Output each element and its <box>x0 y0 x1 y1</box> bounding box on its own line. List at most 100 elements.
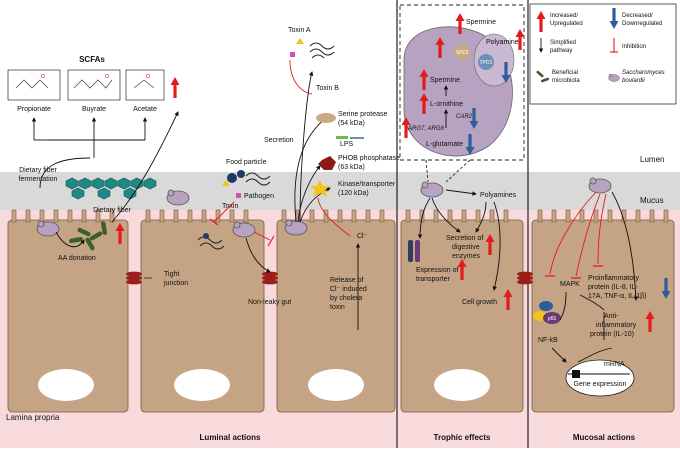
legend-pathway-1: Simplified <box>550 40 576 46</box>
tight-junction-3 <box>517 271 533 285</box>
arg-label: ARG7, ARG8 <box>407 126 444 132</box>
aa-donation-label: AA donation <box>58 255 96 262</box>
dietary-fiber-label: Dietary fiber <box>93 207 131 214</box>
legend-decrease-1: Decreased/ <box>622 13 653 19</box>
tight-junction-1 <box>126 271 142 285</box>
non-leaky-arrow <box>245 237 271 273</box>
expression-transporter-2: transporter <box>416 276 451 283</box>
toxin-ab-inhibition <box>289 59 313 95</box>
serine-protease-label-2: (54 kDa) <box>338 120 365 127</box>
legend-microbiota-1: Beneficial <box>552 70 578 76</box>
legend-pathway-2: pathway <box>550 48 572 54</box>
legend-box <box>529 3 677 105</box>
mrna-label: mRNA <box>604 361 625 368</box>
nfkb-complex: p65 <box>533 301 561 324</box>
propionate-box: O <box>7 69 61 101</box>
chloride-inhibition <box>317 197 351 237</box>
buyrate-box: O <box>67 69 121 101</box>
pathogen-label: Pathogen <box>244 193 274 200</box>
lumen-label: Lumen <box>640 155 664 164</box>
cl-ion-label: Cl⁻ <box>357 233 368 240</box>
polyamines-label: Polyamines <box>480 192 517 199</box>
spe2-label: SPE2 <box>456 50 469 56</box>
trapped-pathogen <box>197 233 225 250</box>
food-particle-label: Food particle <box>226 159 267 166</box>
proinflammatory-label-3: 17A, TNF-α, IL-1β) <box>588 293 647 300</box>
release-label-4: toxin <box>330 304 345 311</box>
lamina-propria-label: Lamina propria <box>6 413 60 422</box>
toxin-a-icon <box>296 38 304 44</box>
serine-protease-icon <box>316 113 336 123</box>
toxin-a-label: Toxin A <box>288 27 311 34</box>
tight-junction-2 <box>262 271 278 285</box>
aa-donation-arrow <box>55 231 85 248</box>
tpo1-enzyme <box>478 54 494 70</box>
svg-text:O: O <box>41 74 45 80</box>
legend-increase-1: Increased/ <box>550 13 578 19</box>
acetate-label: Acetate <box>133 106 157 113</box>
mapk-label: MAPK <box>560 281 580 288</box>
toxin-b-label: Toxin B <box>316 85 339 92</box>
fermentation-arrow <box>39 157 91 189</box>
serine-protease-label-1: Serine protease <box>338 111 388 118</box>
secretion-label: Secretion <box>264 137 294 144</box>
secretion-enzymes-3: enzymes <box>452 253 481 260</box>
mrna-strand <box>577 347 613 363</box>
l-ornithine-label: L-ornithine <box>430 101 463 108</box>
scfas-title: SCFAs <box>79 55 105 64</box>
anti-inflammatory-label-2: inflammatory <box>596 322 637 329</box>
mucosal-inhibition-bars <box>545 265 603 279</box>
propionate-label: Propionate <box>17 106 51 113</box>
transporter-icon <box>408 240 420 262</box>
toxin-inhibition <box>213 201 235 223</box>
section-mucosal-title: Mucosal actions <box>573 433 636 442</box>
proinflammatory-label-2: protein (IL-8, IL- <box>588 284 638 291</box>
legend-decrease-2: Downregulated <box>622 21 662 27</box>
mucus-layer <box>0 172 680 210</box>
polyamine-label: Polyamine <box>486 39 519 46</box>
tight-junction-label-2: junction <box>163 280 188 287</box>
lps-icon <box>336 136 348 139</box>
secretion-enzymes-1: Secretion of <box>446 235 483 242</box>
section-luminal-title: Luminal actions <box>200 433 261 442</box>
mucus-label: Mucus <box>640 196 664 205</box>
leaky-inhibition <box>253 231 271 241</box>
expression-transporter-1: Expression of <box>416 267 458 274</box>
kinase-icon <box>310 180 330 197</box>
phob-label-2: (63 kDa) <box>338 164 365 171</box>
section-trophic-title: Trophic effects <box>434 433 491 442</box>
svg-text:O: O <box>146 74 150 80</box>
spe2-enzyme <box>454 44 470 60</box>
cell-growth-label: Cell growth <box>462 299 497 306</box>
epithelial-cells <box>7 219 675 413</box>
release-label-1: Release of <box>330 277 364 284</box>
mucosal-inhibition-lines <box>549 191 607 277</box>
anti-inflammatory-label-3: protein (IL-10) <box>590 331 634 338</box>
nfkb-label: NF-kB <box>538 337 558 344</box>
phob-label-1: PHOB phosphatase <box>338 155 400 162</box>
legend-microbiota-2: microbiota <box>552 78 580 84</box>
trophic-arrows <box>417 197 501 291</box>
svg-text:O: O <box>105 74 109 80</box>
microbiota-to-scfa-arrow <box>111 111 179 223</box>
fiber-fermentation-label-1: Dietary fiber <box>19 167 57 174</box>
cell-nuclei <box>38 359 635 401</box>
legend-inhibition-icon <box>610 38 618 53</box>
legend-inhibition-label: Inhibition <box>622 44 646 50</box>
tpo1-label: TPO1 <box>479 60 492 66</box>
microvilli <box>11 209 669 223</box>
anti-inflammatory-arrow <box>611 191 639 301</box>
kinase-label-2: (120 kDa) <box>338 190 369 197</box>
secretion-enzymes-2: digestive <box>452 244 480 251</box>
gene-expression-label: Gene expression <box>574 381 627 388</box>
release-label-2: Cl⁻ induced <box>330 286 367 293</box>
p65-label: p65 <box>548 316 557 322</box>
legend-sacch-1: Saccharomyces <box>622 70 665 76</box>
tight-junction-label-1: Tight <box>164 271 179 278</box>
kinase-label-1: Kinase/transporter <box>338 181 396 188</box>
non-leaky-gut-label: Non-leaky gut <box>248 299 291 306</box>
car2-label: CAR2 <box>456 114 473 120</box>
acetate-box: O <box>125 69 165 101</box>
legend-sacch-2: boulardii <box>622 78 645 84</box>
